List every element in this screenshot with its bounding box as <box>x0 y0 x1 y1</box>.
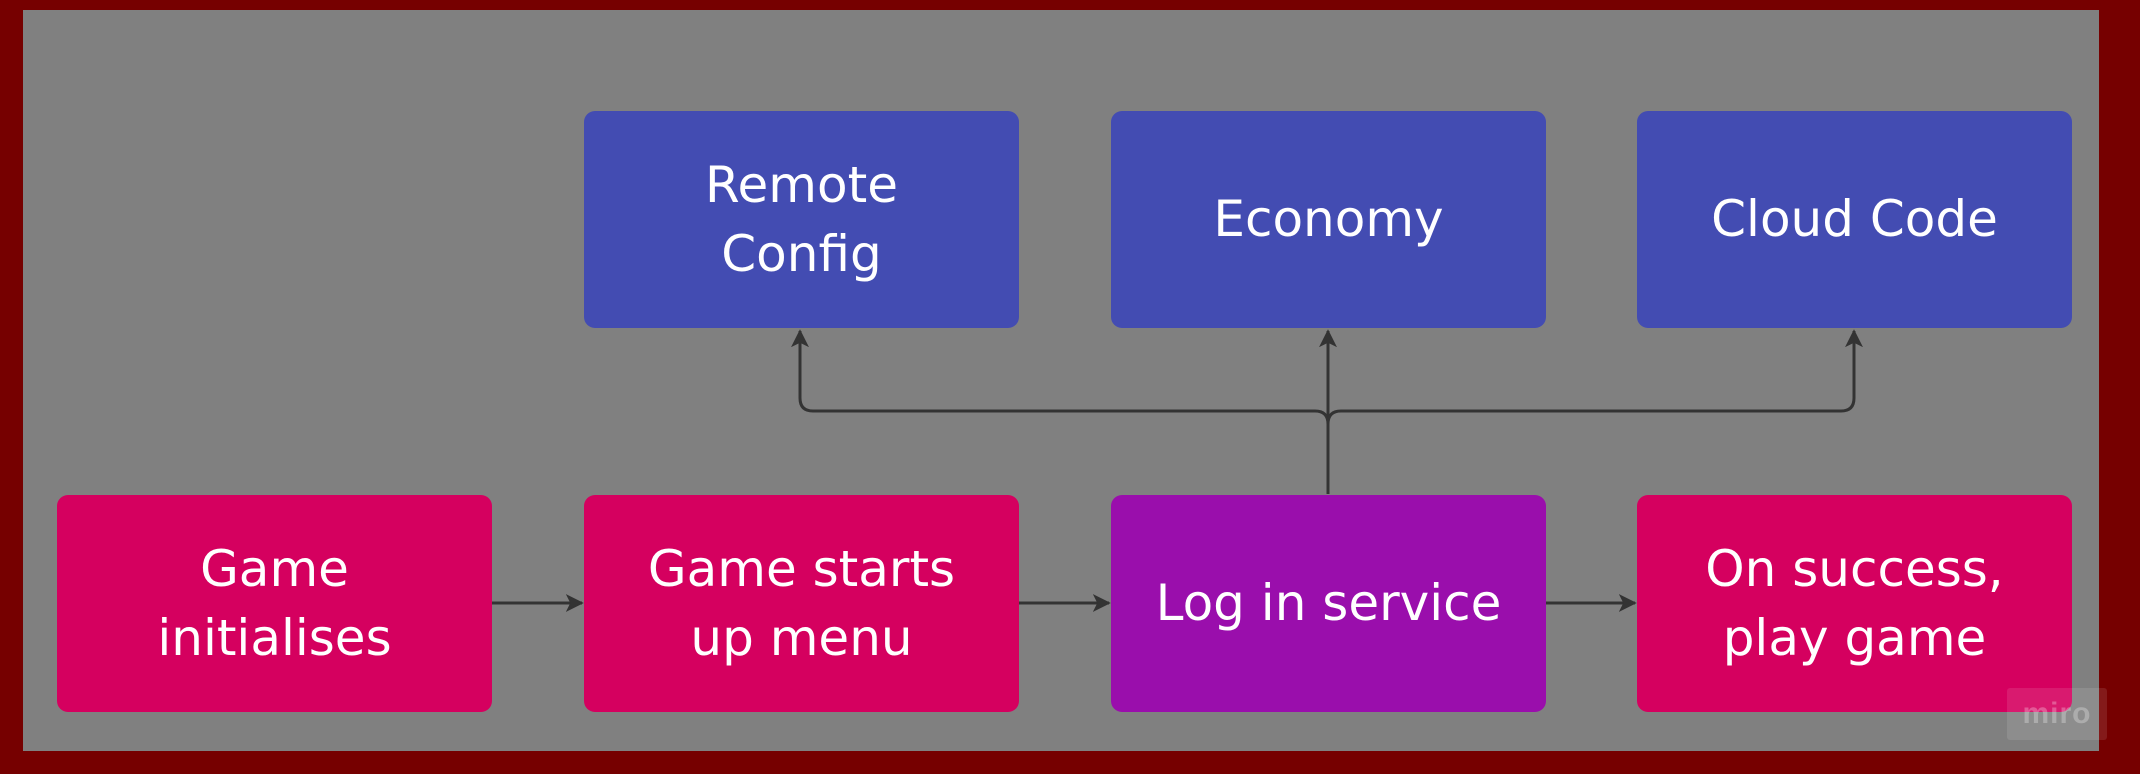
log-in-service-node[interactable]: Log in service <box>1111 495 1546 712</box>
game-initialises-node[interactable]: Game initialises <box>57 495 492 712</box>
play-game-node[interactable]: On success, play game <box>1637 495 2072 712</box>
economy-node[interactable]: Economy <box>1111 111 1546 328</box>
remote-config-node[interactable]: Remote Config <box>584 111 1019 328</box>
cloud-code-node[interactable]: Cloud Code <box>1637 111 2072 328</box>
game-starts-menu-node[interactable]: Game starts up menu <box>584 495 1019 712</box>
miro-watermark: miro <box>2007 688 2107 740</box>
